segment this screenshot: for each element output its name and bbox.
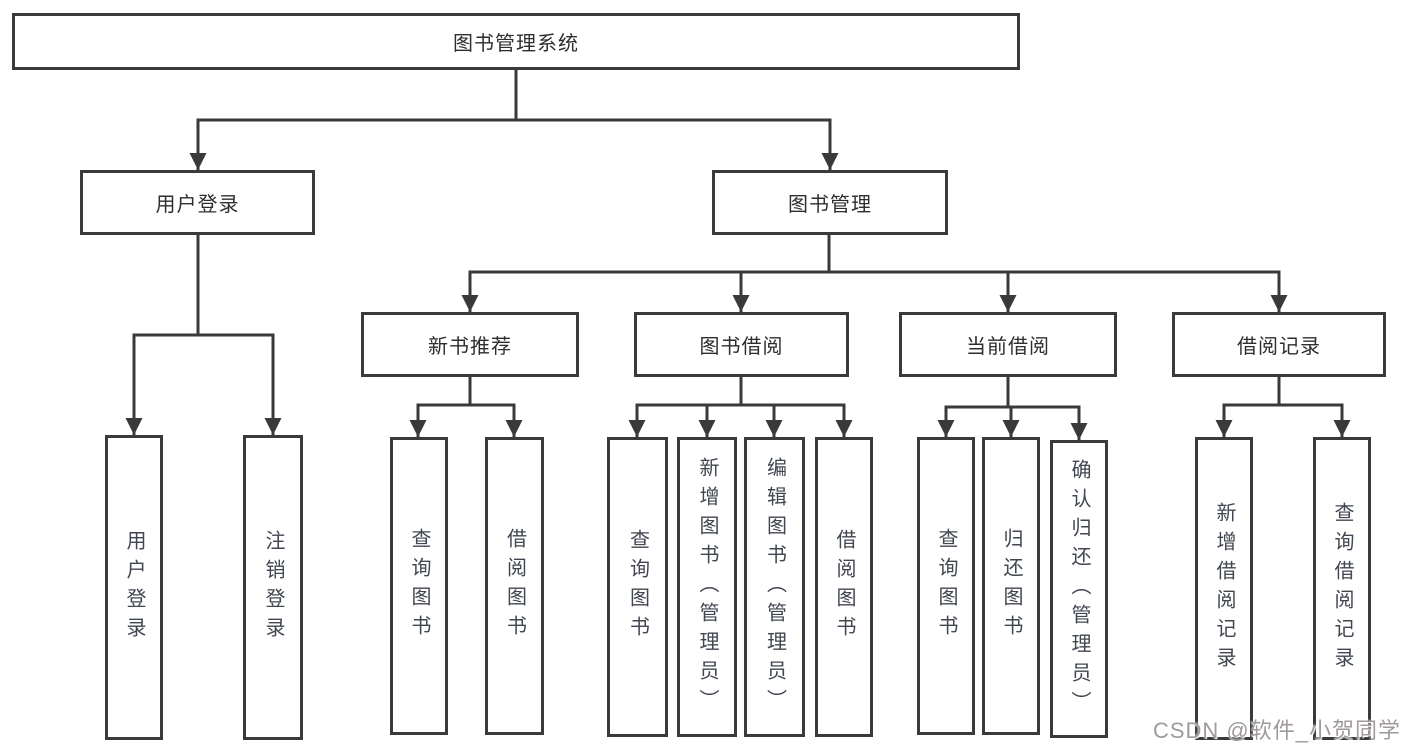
node-user-login-branch-label: 用户登录 (155, 194, 240, 216)
node-login-leaf: 用户登录 (105, 435, 163, 740)
connector-book-borrow-children (628, 377, 853, 437)
node-br-query-record: 查询借阅记录 (1313, 437, 1371, 740)
connector-new-book-children (409, 377, 523, 437)
connector-borrow-record-children (1215, 377, 1351, 437)
node-book-borrow: 图书借阅 (634, 312, 849, 377)
connector-user-login-children (125, 235, 282, 435)
node-borrow-record-label: 借阅记录 (1237, 336, 1321, 358)
node-bb-query-book-label: 查询图书 (626, 529, 649, 645)
node-login-leaf-label: 用户登录 (123, 529, 145, 646)
node-new-book-recommend: 新书推荐 (361, 312, 579, 377)
node-root: 图书管理系统 (12, 13, 1020, 70)
csdn-watermark: CSDN @软件_小贺同学 (1152, 718, 1401, 743)
connector-book-management-children (461, 235, 1288, 312)
node-user-login-branch: 用户登录 (80, 170, 315, 235)
node-book-management-branch-label: 图书管理 (788, 194, 872, 216)
node-root-label: 图书管理系统 (453, 33, 579, 55)
node-new-book-recommend-label: 新书推荐 (428, 336, 512, 358)
node-nb-borrow-book-label: 借阅图书 (503, 528, 526, 644)
node-nb-query-book: 查询图书 (390, 437, 448, 735)
node-bb-borrow-book-label: 借阅图书 (833, 529, 855, 645)
node-bb-query-book: 查询图书 (607, 437, 668, 737)
node-book-borrow-label: 图书借阅 (699, 336, 784, 358)
node-bb-edit-book-label: 编辑图书（管理员） (763, 456, 786, 718)
node-cb-return-book-label: 归还图书 (1000, 528, 1022, 644)
node-nb-query-book-label: 查询图书 (408, 528, 430, 644)
node-bb-edit-book: 编辑图书（管理员） (744, 437, 805, 737)
node-logout-leaf-label: 注销登录 (262, 529, 284, 646)
node-bb-borrow-book: 借阅图书 (815, 437, 873, 737)
node-nb-borrow-book: 借阅图书 (485, 437, 544, 735)
node-br-add-record-label: 新增借阅记录 (1213, 501, 1235, 676)
node-current-borrow: 当前借阅 (899, 312, 1117, 377)
node-bb-add-book-label: 新增图书（管理员） (696, 456, 718, 718)
node-current-borrow-label: 当前借阅 (966, 336, 1050, 358)
node-borrow-record: 借阅记录 (1172, 312, 1386, 377)
connector-current-borrow-children (937, 377, 1088, 440)
node-cb-query-book: 查询图书 (917, 437, 975, 735)
node-book-management-branch: 图书管理 (712, 170, 948, 235)
node-br-add-record: 新增借阅记录 (1195, 437, 1253, 740)
node-br-query-record-label: 查询借阅记录 (1331, 501, 1353, 676)
node-cb-confirm-return: 确认归还（管理员） (1050, 440, 1108, 738)
node-logout-leaf: 注销登录 (243, 435, 303, 740)
node-cb-confirm-return-label: 确认归还（管理员） (1068, 458, 1090, 720)
node-cb-query-book-label: 查询图书 (935, 528, 957, 644)
node-bb-add-book: 新增图书（管理员） (677, 437, 737, 737)
node-cb-return-book: 归还图书 (982, 437, 1040, 735)
connector-root-to-branches (189, 70, 839, 170)
